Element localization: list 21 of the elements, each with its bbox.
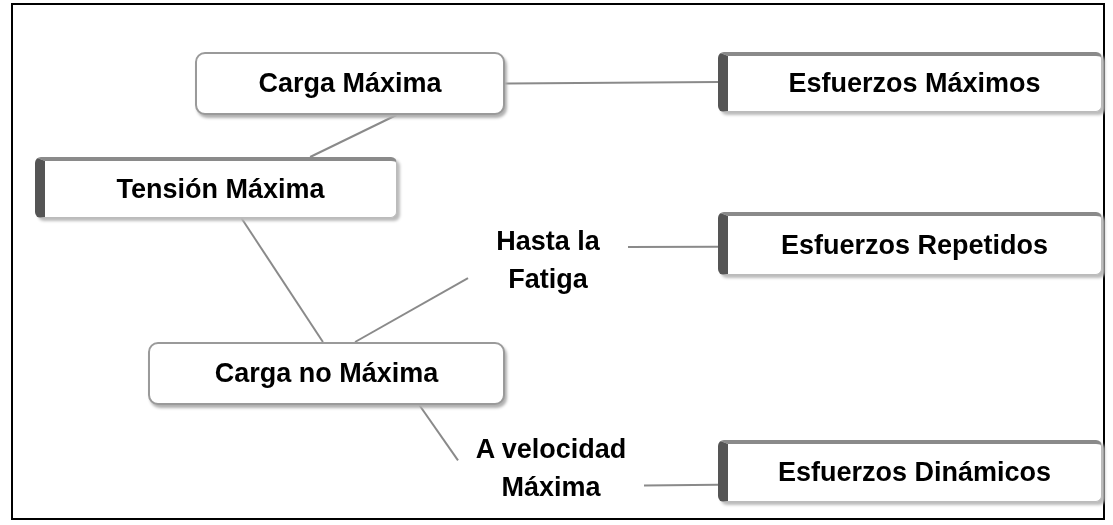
text-label: Hasta la Fatiga (468, 222, 628, 298)
connector-line (240, 217, 324, 343)
box-label: Carga no Máxima (214, 358, 439, 389)
connector-line (418, 404, 459, 462)
tab-box (35, 157, 397, 218)
box-label: Esfuerzos Máximos (788, 68, 1041, 99)
box-label: Carga Máxima (258, 68, 442, 99)
tab-box (718, 212, 1102, 275)
connector-line (354, 277, 469, 343)
box-label: Tensión Máxima (116, 173, 325, 205)
tab-box (718, 52, 1102, 112)
box-label: Esfuerzos Repetidos (780, 229, 1049, 261)
connector-line (504, 81, 719, 85)
connector-line (309, 114, 398, 158)
rounded-box (148, 342, 505, 405)
text-label: A velocidad Máxima (458, 430, 644, 506)
connector-line (643, 483, 719, 487)
box-label: Esfuerzos Dinámicos (777, 457, 1052, 488)
tab-box (718, 440, 1102, 502)
rounded-box (195, 52, 505, 115)
connector-line (627, 245, 719, 249)
